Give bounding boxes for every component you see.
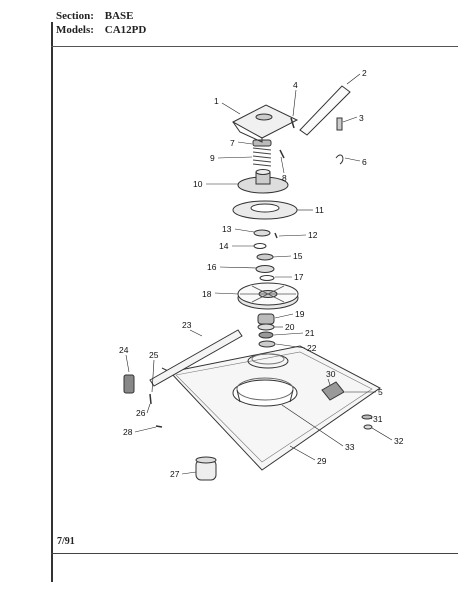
model-value: CA12PD	[104, 24, 147, 36]
callout-4: 4	[293, 80, 298, 90]
callout-26: 26	[136, 408, 146, 418]
callout-3: 3	[359, 113, 364, 123]
footer-date: 7/91	[57, 536, 75, 547]
callout-10: 10	[193, 179, 203, 189]
callout-33: 33	[345, 442, 355, 452]
model-header: Models: CA12PD	[56, 24, 146, 36]
base-plate	[169, 345, 381, 471]
callout-11: 11	[315, 205, 324, 215]
callout-24: 24	[119, 345, 129, 355]
callout-14: 14	[219, 241, 229, 251]
callout-15: 15	[293, 251, 303, 261]
section-label: Section:	[56, 10, 94, 22]
callout-1: 1	[214, 96, 219, 106]
page-frame-bottom	[51, 553, 458, 554]
callout-25: 25	[149, 350, 159, 360]
callout-19: 19	[295, 309, 305, 319]
callout-30: 30	[326, 369, 336, 379]
page-frame-left	[51, 22, 53, 582]
callout-8: 8	[282, 173, 287, 183]
callout-labels: 1 2 4 3 6 7 9 8 10 11 13 12 14 15 16 17 …	[119, 68, 404, 479]
lever-arm	[299, 85, 351, 136]
callout-18: 18	[202, 289, 212, 299]
callout-13: 13	[222, 224, 232, 234]
callout-5: 5	[378, 387, 383, 397]
callout-22: 22	[307, 343, 317, 353]
page-frame-top	[51, 46, 458, 47]
callout-17: 17	[294, 272, 304, 282]
base-opening	[232, 379, 298, 407]
top-cover	[231, 104, 299, 139]
callout-20: 20	[285, 322, 295, 332]
callout-9: 9	[210, 153, 215, 163]
callout-16: 16	[207, 262, 217, 272]
callout-12: 12	[308, 230, 318, 240]
callout-32: 32	[394, 436, 404, 446]
section-value: BASE	[104, 10, 134, 22]
callout-21: 21	[305, 328, 315, 338]
model-label: Models:	[56, 24, 94, 36]
callout-27: 27	[170, 469, 180, 479]
callout-7: 7	[230, 138, 235, 148]
section-header: Section: BASE	[56, 10, 134, 22]
callout-6: 6	[362, 157, 367, 167]
callout-28: 28	[123, 427, 133, 437]
callout-29: 29	[317, 456, 327, 466]
callout-31: 31	[373, 414, 383, 424]
callout-23: 23	[182, 320, 192, 330]
callout-2: 2	[362, 68, 367, 78]
